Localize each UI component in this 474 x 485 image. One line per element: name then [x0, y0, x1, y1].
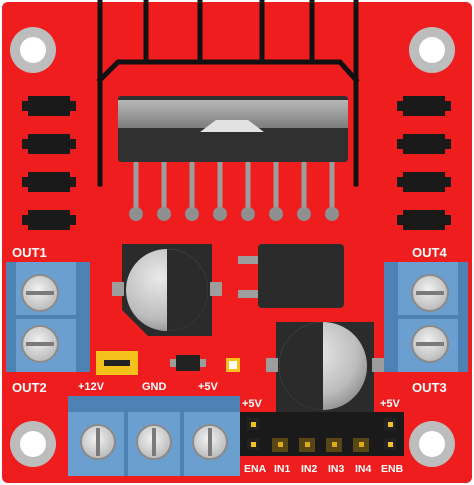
- mounting-hole-bottom-left: [10, 421, 56, 467]
- label-out3: OUT3: [412, 380, 447, 395]
- capacitor-left: [112, 244, 222, 336]
- smd-component: [170, 355, 206, 371]
- terminal-block-out3-out4[interactable]: [384, 262, 468, 372]
- driver-ic: [118, 96, 348, 221]
- pin-label-in2: IN2: [301, 463, 318, 475]
- label-out2: OUT2: [12, 380, 47, 395]
- voltage-regulator: [238, 244, 344, 308]
- pin-label-in1: IN1: [274, 463, 291, 475]
- heatsink: [96, 0, 360, 187]
- terminal-block-out1-out2[interactable]: [6, 262, 90, 372]
- screw-out1[interactable]: [21, 274, 59, 312]
- control-pin-header[interactable]: [240, 412, 404, 456]
- pin-label-enb: ENB: [381, 463, 404, 475]
- power-led: [226, 358, 240, 372]
- pin-label-in4: IN4: [355, 463, 372, 475]
- label-gnd: GND: [142, 381, 167, 393]
- jumper-5v-enable[interactable]: [96, 351, 138, 375]
- diodes-left: [22, 96, 76, 230]
- screw-12v[interactable]: [80, 424, 116, 460]
- screw-gnd[interactable]: [136, 424, 172, 460]
- label-12v: +12V: [78, 381, 105, 393]
- label-5v-header-left: +5V: [242, 398, 263, 410]
- labels: OUT1 OUT2 OUT4 OUT3 +12V GND +5V +5V +5V…: [12, 245, 447, 475]
- mounting-hole-top-left: [10, 27, 56, 73]
- pin-label-ena: ENA: [244, 463, 267, 475]
- diodes-right: [397, 96, 451, 230]
- power-terminal-block[interactable]: [68, 396, 240, 476]
- screw-out2[interactable]: [21, 325, 59, 363]
- screw-out3[interactable]: [411, 325, 449, 363]
- screw-out4[interactable]: [411, 274, 449, 312]
- ic-pin-pads: [129, 207, 339, 221]
- mounting-hole-bottom-right: [409, 421, 455, 467]
- screw-5v[interactable]: [192, 424, 228, 460]
- label-5v-header-right: +5V: [380, 398, 401, 410]
- label-5v-power: +5V: [198, 381, 219, 393]
- mounting-hole-top-right: [409, 27, 455, 73]
- capacitor-right: [266, 322, 384, 412]
- label-out4: OUT4: [412, 245, 447, 260]
- ic-pins: [133, 162, 335, 210]
- pin-label-in3: IN3: [328, 463, 345, 475]
- label-out1: OUT1: [12, 245, 47, 260]
